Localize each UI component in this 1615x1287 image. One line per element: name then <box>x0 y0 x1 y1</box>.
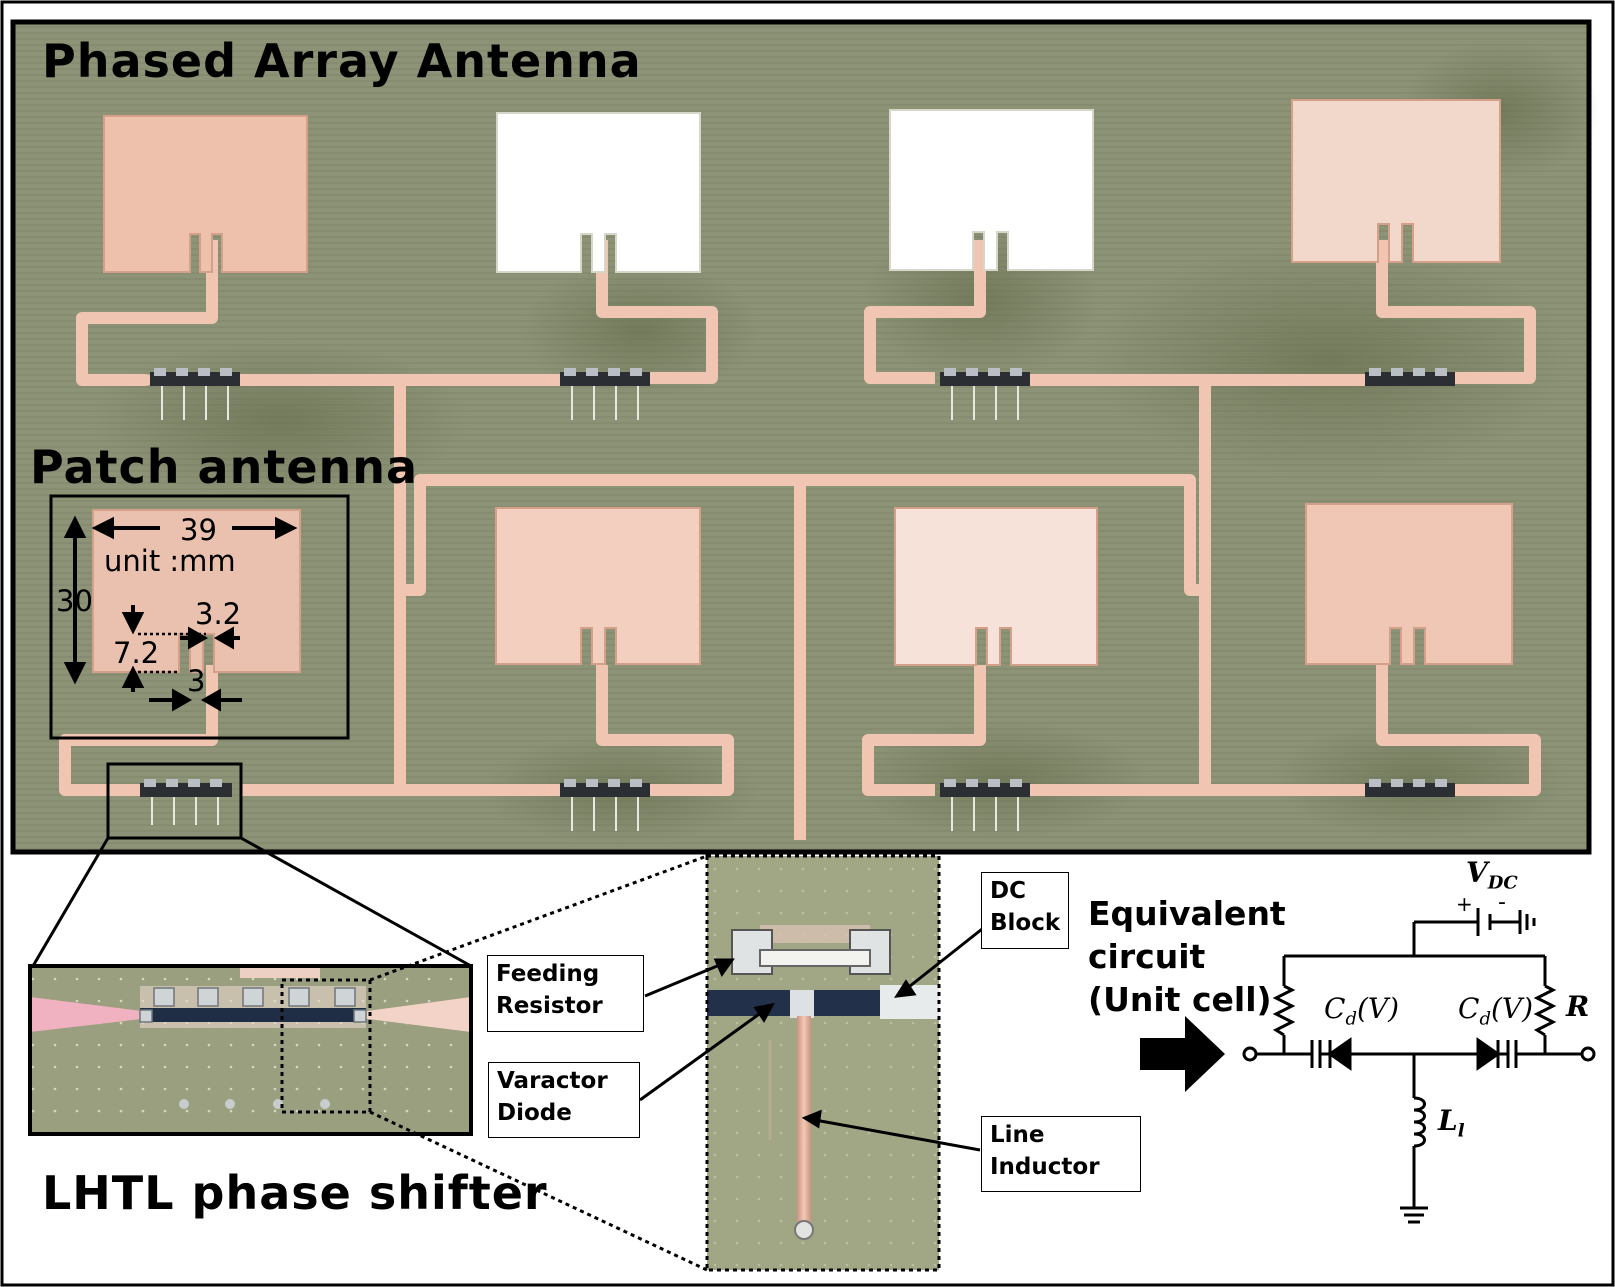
resistor-label: R <box>1566 990 1590 1023</box>
patch-antennas <box>92 99 1513 673</box>
patch-inset-box <box>49 494 350 740</box>
eq-title-line3: (Unit cell) <box>1088 980 1272 1019</box>
bottom-row-feed-traces <box>59 590 1541 796</box>
callout-feeding-resistor-line2: Resistor <box>496 993 603 1019</box>
vdc-minus: - <box>1498 890 1506 915</box>
callout-varactor-line2: Diode <box>497 1100 572 1126</box>
dim-feed-gap: 3.2 <box>195 597 242 631</box>
top-row-tapers <box>145 372 1505 386</box>
board-frame <box>10 19 1592 855</box>
patch-dimension-arrows <box>63 515 298 712</box>
callout-varactor-line1: Varactor <box>497 1068 608 1094</box>
callout-dc-block-line1: DC <box>990 878 1026 904</box>
equivalent-circuit <box>1140 908 1596 1224</box>
dim-width: 39 <box>180 513 217 547</box>
callout-dc-block-line2: Block <box>990 910 1061 936</box>
zoom-source-box <box>106 762 243 840</box>
phase-shifter-title: LHTL phase shifter <box>42 1166 548 1220</box>
cap-right-label: Cd(V) <box>1458 992 1534 1030</box>
dim-height: 30 <box>56 584 93 618</box>
patch-antenna-title: Patch antenna <box>30 440 419 494</box>
main-title: Phased Array Antenna <box>42 34 642 88</box>
dim-inset-depth: 7.2 <box>113 636 160 670</box>
callout-line-inductor-line1: Line <box>990 1122 1045 1148</box>
callout-arrows <box>639 916 997 1152</box>
callout-feeding-resistor-line1: Feeding <box>496 961 600 987</box>
input-arrow <box>1140 1016 1225 1092</box>
callout-line-inductor-line2: Inductor <box>990 1154 1100 1180</box>
vdc-label: VDC <box>1466 856 1518 894</box>
dim-unit: unit :mm <box>104 544 236 578</box>
eq-title-line1: Equivalent <box>1088 894 1286 933</box>
callout-dc-block: DC Block <box>981 872 1069 949</box>
eq-title-line2: circuit <box>1088 937 1206 976</box>
inductor-label: Ll <box>1438 1104 1465 1142</box>
cap-left-label: Cd(V) <box>1324 992 1400 1030</box>
callout-line-inductor: Line Inductor <box>981 1116 1141 1192</box>
callout-varactor-diode: Varactor Diode <box>488 1062 640 1138</box>
vdc-plus: + <box>1456 892 1473 916</box>
board-phase-shifters <box>140 368 1455 831</box>
dim-feed-width: 3 <box>187 664 206 698</box>
callout-feeding-resistor: Feeding Resistor <box>487 955 644 1032</box>
zoom-unitcell-box <box>280 978 372 1114</box>
equivalent-circuit-title: Equivalent circuit (Unit cell) <box>1088 892 1286 1021</box>
